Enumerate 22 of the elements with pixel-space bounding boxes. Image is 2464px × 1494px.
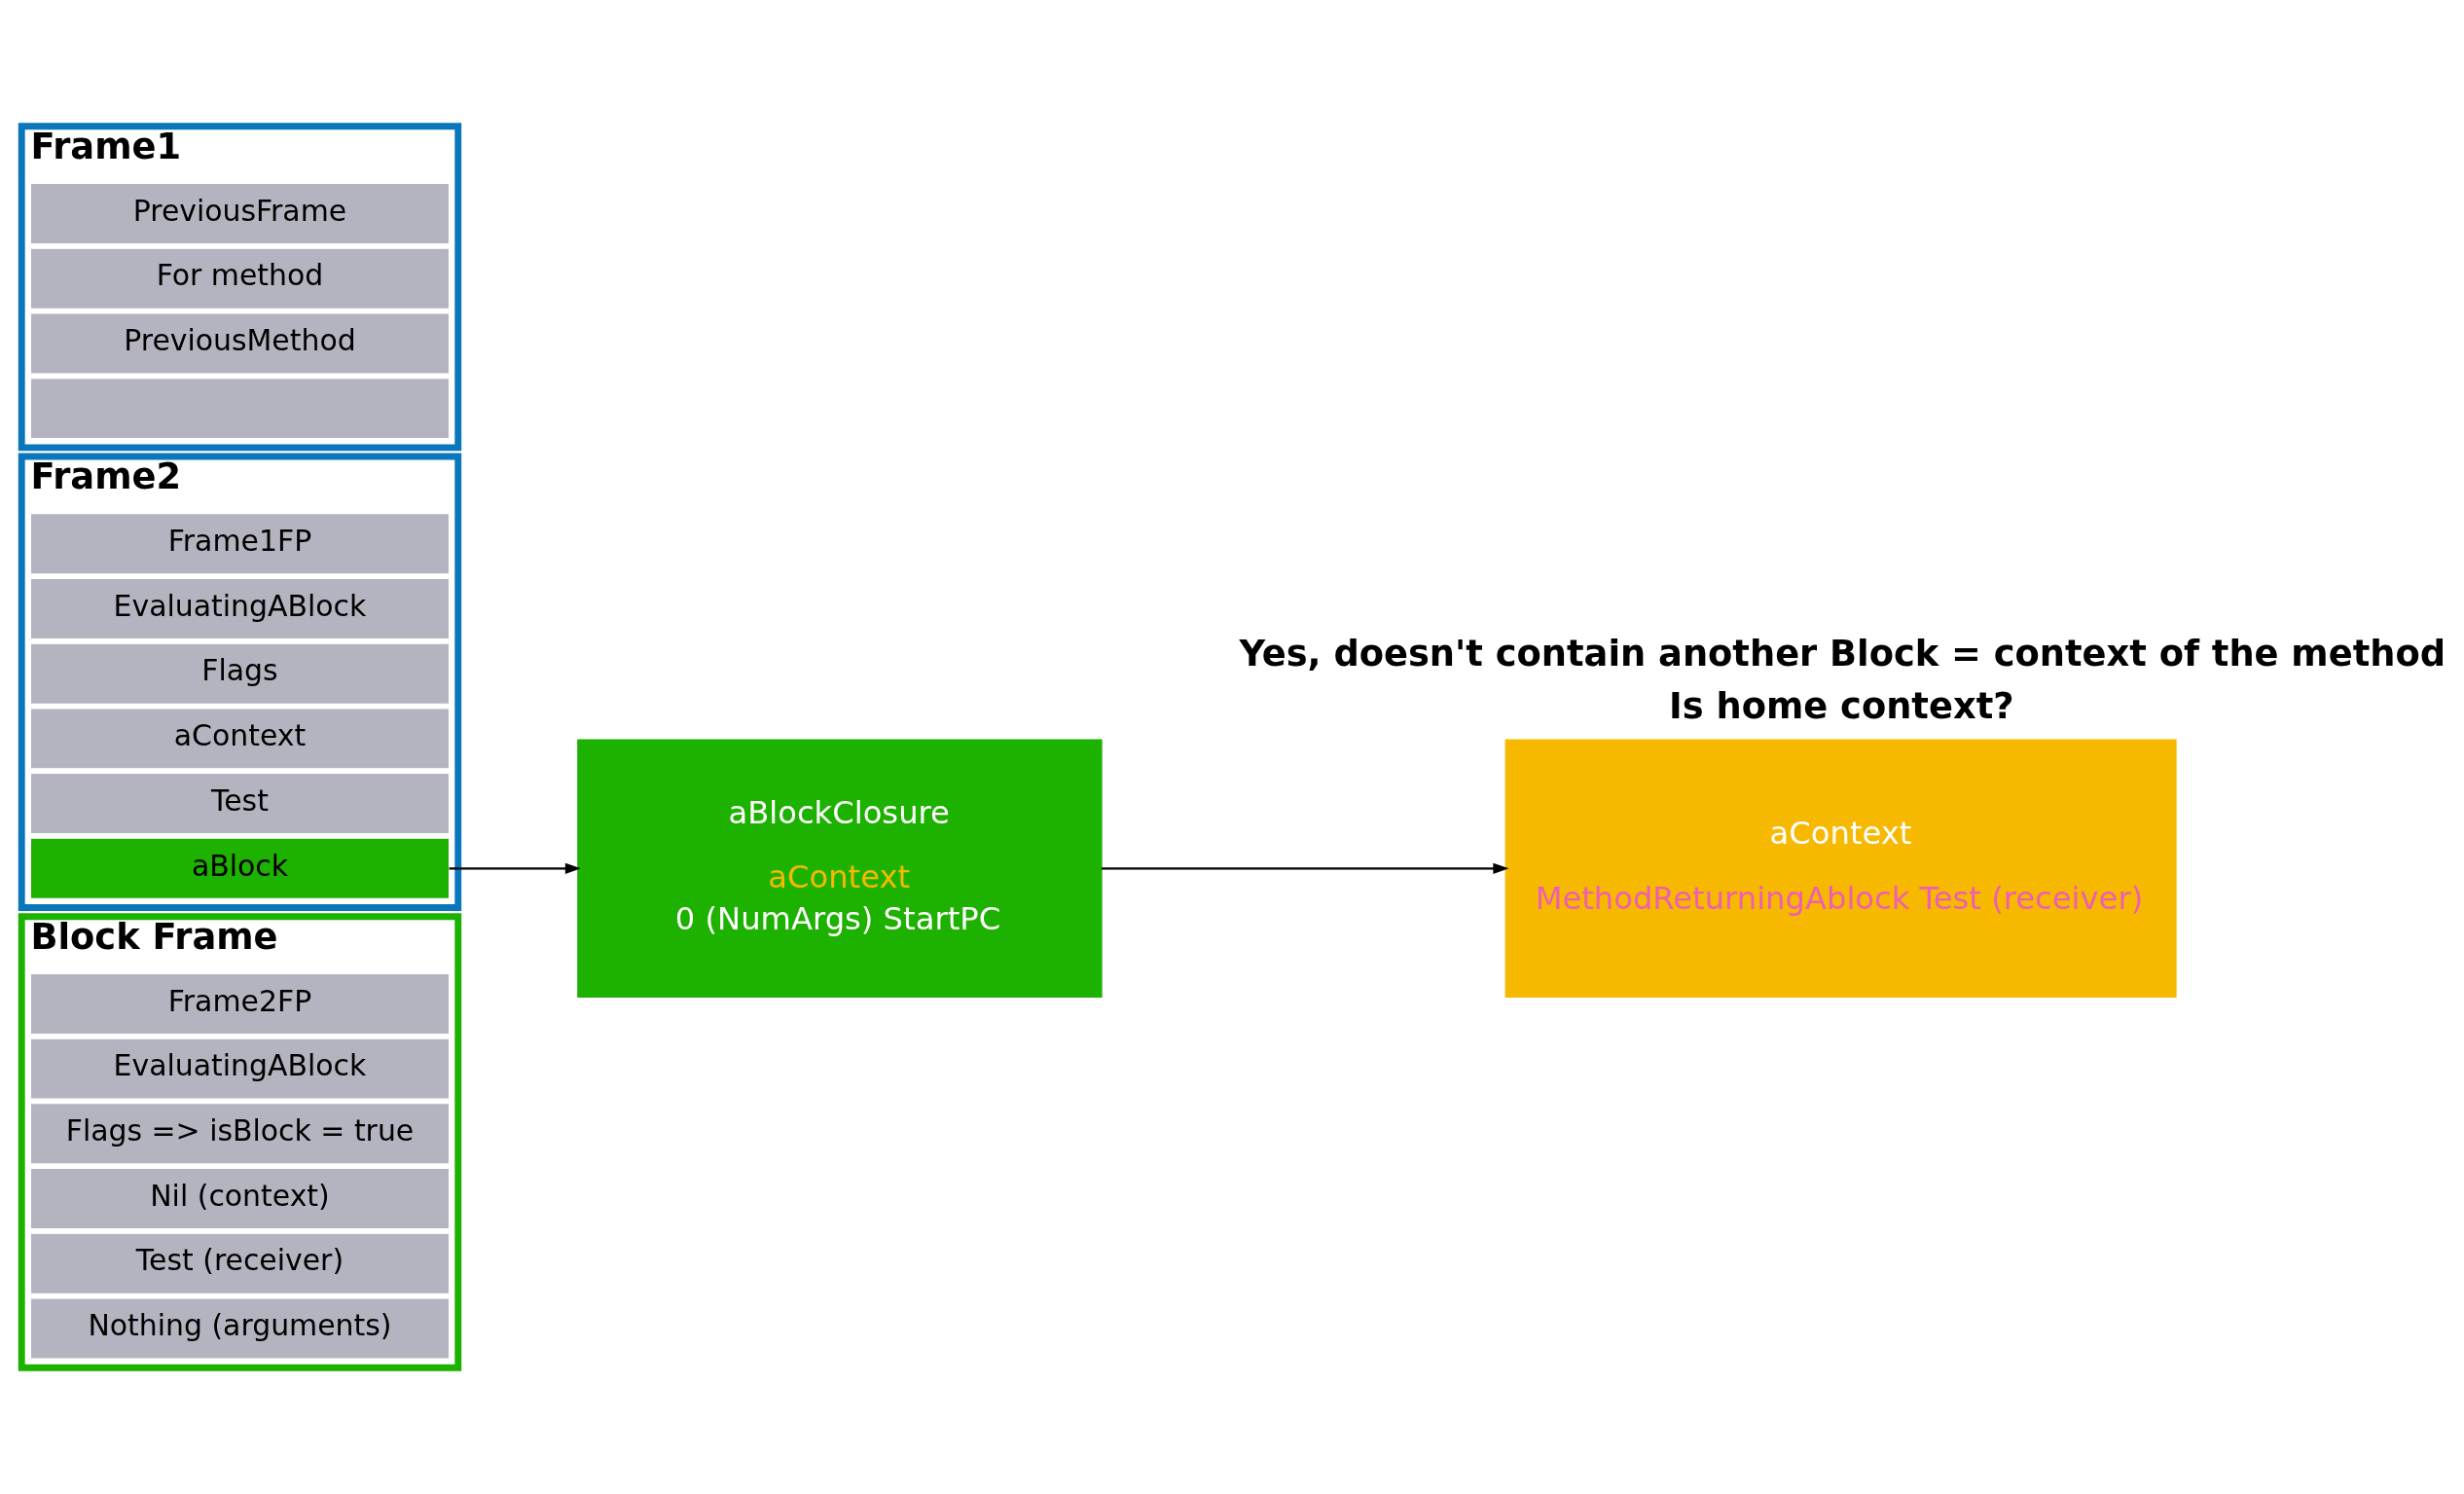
label: Yes, doesn't contain another Block = context of the method bbox=[1239, 633, 2446, 675]
arrow bbox=[1102, 862, 1509, 874]
arrow bbox=[449, 862, 581, 874]
node-box: EvaluatingABlock bbox=[29, 577, 451, 640]
node-box bbox=[29, 378, 451, 440]
node-box: aContext MethodReturningAblock Test (receiver) bbox=[1504, 739, 2177, 999]
node-box: Nothing (arguments) bbox=[29, 1297, 451, 1360]
node-box: PreviousFrame bbox=[29, 182, 451, 245]
node-box: Frame2FP bbox=[29, 972, 451, 1036]
node-box: aContext bbox=[29, 708, 451, 770]
node-box: Flags bbox=[29, 642, 451, 705]
node-box: Flags => isBlock = true bbox=[29, 1103, 451, 1165]
node-box: PreviousMethod bbox=[29, 312, 451, 375]
node-box: Test bbox=[29, 772, 451, 835]
label: Is home context? bbox=[1669, 685, 2014, 728]
node-box: aBlockClosure aContext 0 (NumArgs) StartPC bbox=[577, 739, 1103, 999]
node-box: Nil (context) bbox=[29, 1167, 451, 1230]
node-box: Test (receiver) bbox=[29, 1232, 451, 1294]
node-box: Frame1FP bbox=[29, 513, 451, 575]
node-box: aBlock bbox=[29, 837, 451, 899]
node-box: For method bbox=[29, 247, 451, 310]
node-box: EvaluatingABlock bbox=[29, 1038, 451, 1100]
